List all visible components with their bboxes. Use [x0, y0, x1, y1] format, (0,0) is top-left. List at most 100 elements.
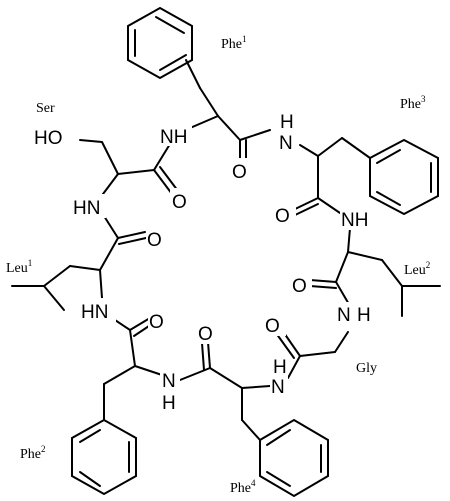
- bond-line: [79, 429, 101, 443]
- amide-h-label: H: [273, 357, 287, 378]
- label-mask: [33, 124, 75, 148]
- carbonyl-o-label: O: [147, 230, 162, 251]
- label-mask: [340, 206, 376, 230]
- label-mask: [277, 130, 297, 152]
- bond-line: [347, 251, 383, 261]
- label-mask: [290, 272, 312, 296]
- carbonyl-o-label: O: [172, 192, 187, 213]
- residue-label-leu2: Leu2: [404, 260, 430, 278]
- label-mask: [336, 302, 356, 324]
- label-mask: [196, 320, 218, 344]
- carbonyl-o-label: O: [292, 276, 307, 297]
- residue-label-phe2: Phe2: [20, 444, 46, 462]
- bond-line: [317, 197, 341, 214]
- amide-n-label: N: [162, 371, 176, 392]
- bond-lines: [11, 6, 441, 498]
- bond-line: [381, 259, 403, 287]
- bond-line: [185, 59, 201, 89]
- bond-line: [189, 115, 219, 129]
- carbonyl-o-label: O: [232, 162, 247, 183]
- bond-line: [376, 149, 401, 164]
- bond-line: [117, 169, 155, 175]
- bond-line: [69, 265, 101, 271]
- label-mask: [160, 124, 192, 146]
- bond-line: [299, 144, 319, 157]
- bond-line: [101, 141, 119, 175]
- phe1-benzene-ring: [127, 6, 193, 80]
- label-mask: [160, 390, 178, 412]
- bond-line: [129, 329, 136, 367]
- residue-label-leu1: Leu1: [6, 258, 32, 276]
- amide-h-label: H: [280, 112, 294, 133]
- amide-h-label: H: [357, 305, 371, 326]
- bond-line: [99, 269, 103, 299]
- label-mask: [148, 308, 170, 332]
- amide-n-label: N: [279, 133, 293, 154]
- bond-line: [292, 197, 319, 211]
- residue-label-gly: Gly: [356, 361, 377, 376]
- bond-line: [309, 279, 337, 283]
- bond-line: [241, 385, 271, 389]
- bond-line: [43, 265, 71, 287]
- label-mask: [170, 188, 192, 212]
- amide-hn-label: HN: [81, 302, 108, 323]
- bond-line: [179, 367, 211, 381]
- bond-line: [129, 317, 151, 331]
- bond-line: [118, 237, 147, 245]
- label-mask: [356, 302, 374, 324]
- amide-n-label: N: [337, 305, 351, 326]
- label-mask: [146, 226, 168, 250]
- label-mask: [80, 298, 116, 322]
- carbonyl-o-label: O: [265, 316, 280, 337]
- bond-line: [159, 54, 187, 71]
- bond-line: [266, 429, 291, 446]
- residue-label-phe3: Phe3: [400, 94, 426, 112]
- bond-line: [317, 137, 343, 157]
- phe3-benzene-ring: [369, 138, 439, 216]
- bond-line: [376, 191, 401, 206]
- amide-hn-label: HN: [73, 198, 100, 219]
- residue-label-phe4: Phe4: [230, 478, 256, 496]
- label-mask: [270, 374, 288, 396]
- bond-line: [117, 231, 146, 239]
- bond-line: [287, 355, 301, 379]
- bond-line: [43, 285, 65, 311]
- bond-line: [334, 331, 349, 353]
- bond-line: [153, 143, 171, 171]
- bond-line: [79, 471, 101, 487]
- amide-n-label: N: [271, 377, 285, 398]
- bond-line: [275, 332, 295, 359]
- amide-nh-label: NH: [341, 210, 368, 231]
- bond-line: [335, 251, 349, 283]
- residue-label-ser: Ser: [36, 101, 55, 116]
- phe2-benzene-ring: [71, 418, 137, 496]
- bond-line: [99, 237, 119, 271]
- bond-line: [103, 365, 136, 385]
- bond-line: [239, 129, 271, 141]
- bond-line: [347, 227, 351, 253]
- atom-labels: HO NH H N O O HN O O NH O N H O O O HN: [33, 110, 376, 414]
- bond-line: [199, 87, 219, 117]
- bond-line: [217, 115, 241, 141]
- bond-line: [299, 351, 336, 357]
- bond-line: [309, 285, 337, 289]
- bond-line: [103, 215, 119, 239]
- label-mask: [230, 158, 252, 182]
- bond-line: [209, 367, 243, 389]
- bond-line: [155, 16, 185, 34]
- carbonyl-o-label: O: [149, 312, 164, 333]
- bond-line: [341, 137, 371, 159]
- label-mask: [272, 354, 288, 376]
- hydroxyl-label: HO: [34, 128, 63, 149]
- amide-nh-label: NH: [160, 127, 187, 148]
- bond-line: [292, 203, 319, 217]
- bond-line: [201, 342, 205, 371]
- label-mask: [279, 110, 295, 132]
- label-mask: [160, 368, 180, 390]
- label-mask: [264, 312, 286, 336]
- residue-label-phe1: Phe1: [221, 34, 247, 52]
- bond-line: [266, 471, 291, 487]
- bond-line: [207, 341, 211, 369]
